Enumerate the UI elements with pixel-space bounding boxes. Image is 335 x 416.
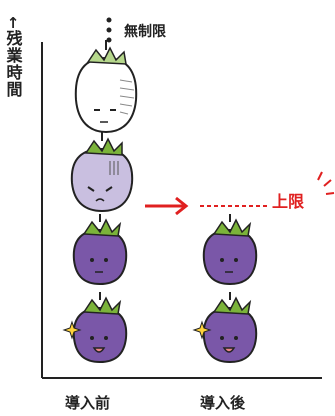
limit-label: 上限 bbox=[272, 192, 305, 211]
ellipsis-dots-icon bbox=[106, 17, 112, 43]
sparkle-before-icon bbox=[62, 320, 82, 340]
eggplant-neutral-after-icon bbox=[202, 214, 258, 286]
eggplant-happy-before-icon bbox=[72, 292, 128, 364]
y-axis-label: ↑ 残業時間 bbox=[2, 16, 24, 103]
unlimited-label: 無制限 bbox=[124, 24, 166, 40]
before-label: 導入前 bbox=[65, 394, 111, 412]
after-label: 導入後 bbox=[200, 394, 246, 412]
sparkle-after-icon bbox=[192, 320, 212, 340]
eggplant-happy-after-icon bbox=[202, 292, 258, 364]
up-arrow-icon: ↑ bbox=[6, 14, 20, 32]
eggplant-pale-icon bbox=[70, 131, 134, 213]
limit-arrow-icon bbox=[145, 196, 189, 216]
eggplant-white-icon bbox=[74, 40, 138, 134]
sparkle-icon bbox=[317, 171, 335, 195]
y-axis-text: 残業時間 bbox=[3, 30, 23, 98]
eggplant-neutral-before-icon bbox=[72, 214, 128, 286]
